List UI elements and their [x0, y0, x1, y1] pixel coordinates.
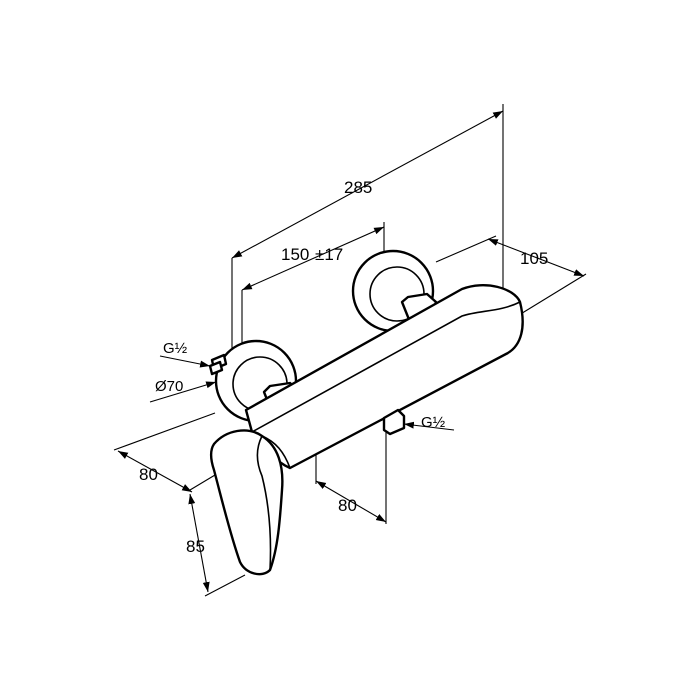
d70-label: Ø70: [155, 378, 183, 395]
g12-right-label: G½: [421, 414, 446, 431]
dim-80-left-line: [117, 450, 193, 493]
leader-d70: [149, 381, 217, 403]
left-inlet-nipple: [208, 353, 228, 376]
dim-80-left-label: 80: [139, 465, 158, 484]
dim-80-bottom-label: 80: [338, 496, 357, 515]
g12-left-label: G½: [163, 340, 188, 357]
dim-85-line: [188, 493, 210, 593]
leader-g12-left: [159, 355, 211, 368]
dim-285-label: 285: [344, 178, 372, 197]
dim-85-label: 85: [186, 537, 205, 556]
leader-g12-right: [403, 421, 455, 431]
dim-105-label: 105: [520, 249, 548, 268]
dim-150-label: 150: [281, 245, 309, 264]
lever-handle: [209, 429, 284, 576]
dimension-labels: 285 150 ±17 105 G½ Ø70 G½ 80 85 80: [139, 178, 548, 556]
dimension-lines: [117, 110, 585, 593]
dim-80-bottom-line: [315, 480, 387, 523]
dim-150-line: [241, 226, 385, 291]
dim-105-line: [487, 238, 585, 277]
dim-150-tolerance: ±17: [315, 245, 343, 264]
